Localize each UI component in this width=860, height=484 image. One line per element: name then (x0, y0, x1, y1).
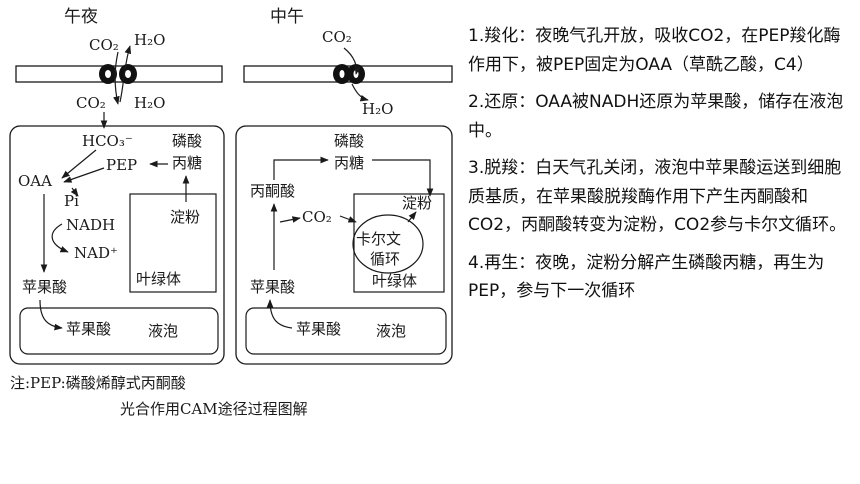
step-reduction: 2.还原：OAA被NADH还原为苹果酸，储存在液泡中。 (468, 92, 844, 141)
noon-pyruvate: 丙酮酸 (250, 182, 295, 200)
night-nad: NAD⁺ (74, 244, 118, 262)
night-chloroplast-label: 叶绿体 (136, 270, 181, 288)
night-co2-below: CO₂ (76, 94, 106, 112)
cam-pathway-diagram: 午夜 CO₂ H₂O CO₂ H₂O HCO₃⁻ PEP OAA Pi NADH… (9, 7, 453, 365)
noon-arrow-triose-starch (372, 159, 434, 197)
night-arrow-pi (70, 187, 79, 197)
night-vacuole (19, 307, 219, 355)
night-nadh: NADH (66, 216, 115, 234)
night-malate: 苹果酸 (22, 278, 67, 296)
noon-arrow-malate-co2 (279, 216, 301, 223)
noon-co2-inner: CO₂ (302, 208, 332, 226)
night-pep: PEP (106, 156, 137, 174)
noon-co2-arrow (343, 47, 362, 75)
night-triose-2: 丙糖 (172, 154, 202, 172)
night-cell (9, 125, 225, 365)
noon-arrow-co2-calvin (339, 215, 357, 223)
night-title: 午夜 (64, 7, 98, 27)
diagram-caption: 光合作用CAM途径过程图解 (120, 400, 308, 418)
night-arrow-nadh (51, 223, 69, 253)
night-stomata-icon (99, 64, 137, 84)
noon-arrow-calvin-starch (407, 211, 417, 223)
night-co2-in: CO₂ (89, 36, 119, 54)
night-starch: 淀粉 (170, 208, 200, 226)
step-decarboxylation: 3.脱羧：白天气孔关闭，液泡中苹果酸运送到细胞质基质，在苹果酸脱羧酶作用下产生丙… (468, 158, 847, 235)
noon-calvin-1: 卡尔文 (356, 230, 401, 248)
noon-starch: 淀粉 (402, 194, 432, 212)
noon-vacuole (245, 307, 447, 355)
night-h2o-below: H₂O (134, 94, 165, 112)
night-arrow-hco3-oaa (61, 149, 97, 179)
night-arrow-pep-oaa (63, 167, 105, 183)
noon-malate: 苹果酸 (250, 278, 295, 296)
noon-h2o-arrow (351, 83, 369, 102)
noon-arrow-pyruvate-triose (273, 156, 329, 180)
night-hco3: HCO₃⁻ (82, 132, 133, 150)
night-co2-arrow (113, 51, 120, 105)
noon-cell (235, 125, 453, 365)
noon-chloroplast (353, 193, 445, 293)
night-h2o-out: H₂O (134, 31, 165, 49)
noon-h2o: H₂O (362, 100, 393, 118)
night-chloroplast (129, 193, 217, 293)
noon-triose-1: 磷酸 (334, 132, 364, 150)
noon-calvin-2: 循环 (370, 250, 400, 268)
night-arrow-malate-vacuole (39, 299, 63, 331)
noon-calvin-cycle (352, 214, 424, 274)
noon-vacuole-label: 液泡 (376, 322, 406, 340)
step-regeneration: 4.再生：夜晚，淀粉分解产生磷酸丙糖，再生为PEP，参与下一次循环 (468, 252, 825, 302)
noon-co2: CO₂ (322, 28, 352, 46)
night-h2o-arrow (119, 45, 132, 103)
night-vacuole-label: 液泡 (148, 322, 178, 340)
night-triose-1: 磷酸 (172, 132, 202, 150)
night-oaa: OAA (18, 172, 52, 190)
noon-triose-2: 丙糖 (334, 154, 364, 172)
noon-title: 中午 (270, 7, 304, 27)
noon-arrow-vacuole-malate (266, 299, 293, 329)
noon-chloroplast-label: 叶绿体 (372, 272, 417, 290)
diagram-note: 注:PEP:磷酸烯醇式丙酮酸 (10, 374, 186, 392)
explanation-list: 1.羧化：夜晚气孔开放，吸收CO2，在PEP羧化酶作用下，被PEP固定为OAA（… (468, 22, 854, 315)
step-carboxylation: 1.羧化：夜晚气孔开放，吸收CO2，在PEP羧化酶作用下，被PEP固定为OAA（… (468, 26, 841, 75)
night-vacuole-malate: 苹果酸 (66, 320, 111, 338)
noon-vacuole-malate: 苹果酸 (296, 320, 341, 338)
